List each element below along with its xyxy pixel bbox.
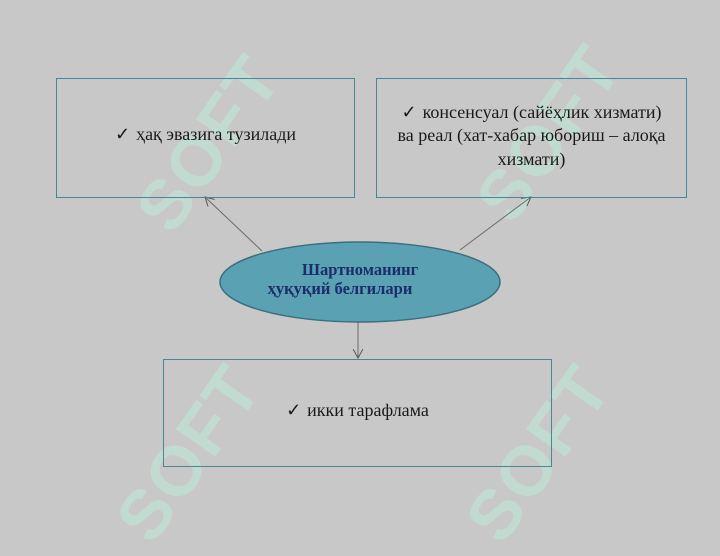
center-label-line2: ҳуқуқий белгилари <box>267 279 413 298</box>
box-consensual-real-text: консенсуал (сайёҳлик хизмати) ва реал (х… <box>397 101 666 169</box>
box-paid: ✓ҳақ эвазига тузилади <box>56 78 355 198</box>
center-label-line1: Шартноманинг <box>301 260 419 280</box>
box-consensual-real: ✓консенсуал (сайёҳлик хизмати) ва реал (… <box>376 78 687 198</box>
checkmark-icon: ✓ <box>401 101 417 122</box>
box-paid-text: ҳақ эвазига тузилади <box>136 124 297 145</box>
arrow-to-left-box <box>205 197 263 252</box>
box-bilateral: ✓икки тарафлама <box>163 359 552 467</box>
center-ellipse <box>219 241 501 323</box>
center-label: Шартноманинг ҳуқуқий белгилари <box>220 240 500 320</box>
checkmark-icon: ✓ <box>114 124 131 145</box>
arrow-to-right-box <box>459 197 531 251</box>
diagram-canvas <box>0 0 720 540</box>
checkmark-icon: ✓ <box>286 400 302 421</box>
box-bilateral-text: икки тарафлама <box>307 400 429 421</box>
